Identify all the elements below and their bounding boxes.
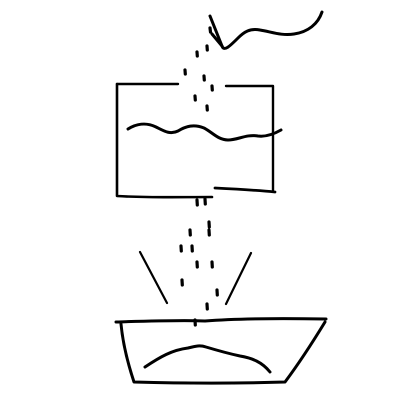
pouring-source-outline bbox=[208, 10, 324, 50]
upper-container-right-rim bbox=[224, 84, 275, 192]
funnel-left-line bbox=[138, 250, 169, 305]
upper-container-bottom-right bbox=[213, 186, 277, 194]
lower-tray-rim bbox=[114, 317, 328, 324]
upper-container-outline bbox=[115, 82, 214, 199]
pouring-source-spout bbox=[210, 32, 224, 48]
lower-tray-mound bbox=[143, 344, 272, 374]
falling-grains-upper bbox=[183, 26, 214, 112]
upper-container-wave-surface bbox=[126, 122, 283, 142]
funnel-right-line bbox=[224, 251, 253, 306]
lower-tray-body bbox=[119, 320, 327, 385]
falling-grains-middle bbox=[179, 197, 219, 327]
